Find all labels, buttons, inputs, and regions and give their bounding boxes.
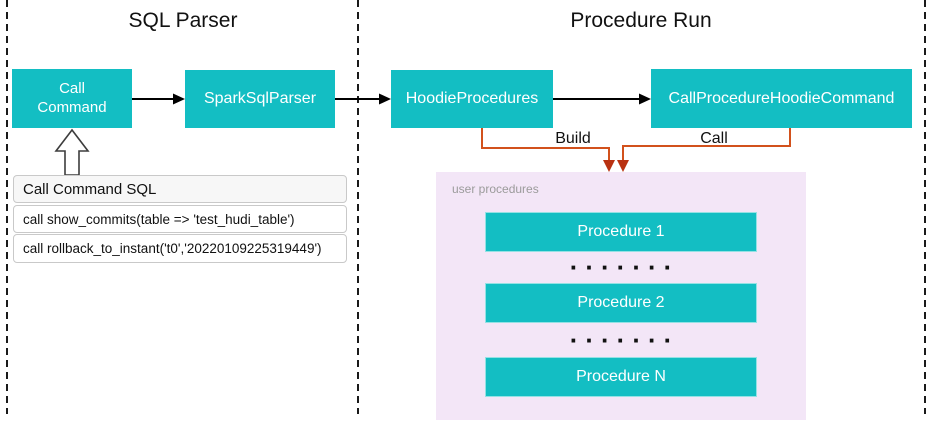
call-command-node: Call Command: [12, 69, 132, 128]
ellipsis-dots: ·······: [569, 252, 680, 282]
sparksqlparser-label: SparkSqlParser: [203, 90, 317, 107]
hoodieprocedures-node: HoodieProcedures: [391, 70, 553, 128]
sql-row-rollback: call rollback_to_instant('t0','202201092…: [13, 234, 347, 263]
procedure-1-label: Procedure 1: [577, 223, 665, 240]
build-connector: [481, 128, 615, 172]
sql-parser-section-title: SQL Parser: [128, 9, 238, 32]
procedure-n-node: Procedure N: [485, 357, 757, 397]
hollow-up-arrow: [54, 128, 90, 176]
sql-row-rollback-text: call rollback_to_instant('t0','202201092…: [23, 241, 322, 256]
call-connector: [617, 128, 791, 172]
procedure-2-label: Procedure 2: [577, 294, 665, 311]
arrow-sparksqlparser-to-hoodieprocedures: [335, 93, 391, 105]
sql-row-show-commits: call show_commits(table => 'test_hudi_ta…: [13, 205, 347, 233]
ellipsis-dots: ·······: [569, 324, 680, 355]
sparksqlparser-node: SparkSqlParser: [185, 70, 335, 128]
procedure-2-node: Procedure 2: [485, 283, 757, 323]
call-command-sql-header-label: Call Command SQL: [23, 180, 157, 198]
call-command-sql-header: Call Command SQL: [13, 175, 347, 203]
procedure-n-label: Procedure N: [576, 368, 666, 385]
user-procedures-panel: user procedures Procedure 1 ······· Proc…: [436, 172, 806, 420]
arrow-hoodieprocedures-to-callprocedure: [553, 93, 651, 105]
procedure-1-node: Procedure 1: [485, 212, 757, 252]
call-edge-label: Call: [700, 130, 728, 147]
sql-row-show-commits-text: call show_commits(table => 'test_hudi_ta…: [23, 211, 295, 227]
call-command-label: Call Command: [37, 79, 107, 116]
build-edge-label: Build: [555, 130, 591, 147]
arrow-callcommand-to-sparksqlparser: [132, 93, 185, 105]
callprocedurehoodiecommand-node: CallProcedureHoodieCommand: [651, 69, 912, 128]
procedure-run-section-title: Procedure Run: [570, 9, 712, 32]
hoodieprocedures-label: HoodieProcedures: [405, 90, 539, 107]
callprocedurehoodiecommand-label: CallProcedureHoodieCommand: [668, 89, 895, 107]
user-procedures-label: user procedures: [452, 182, 539, 196]
